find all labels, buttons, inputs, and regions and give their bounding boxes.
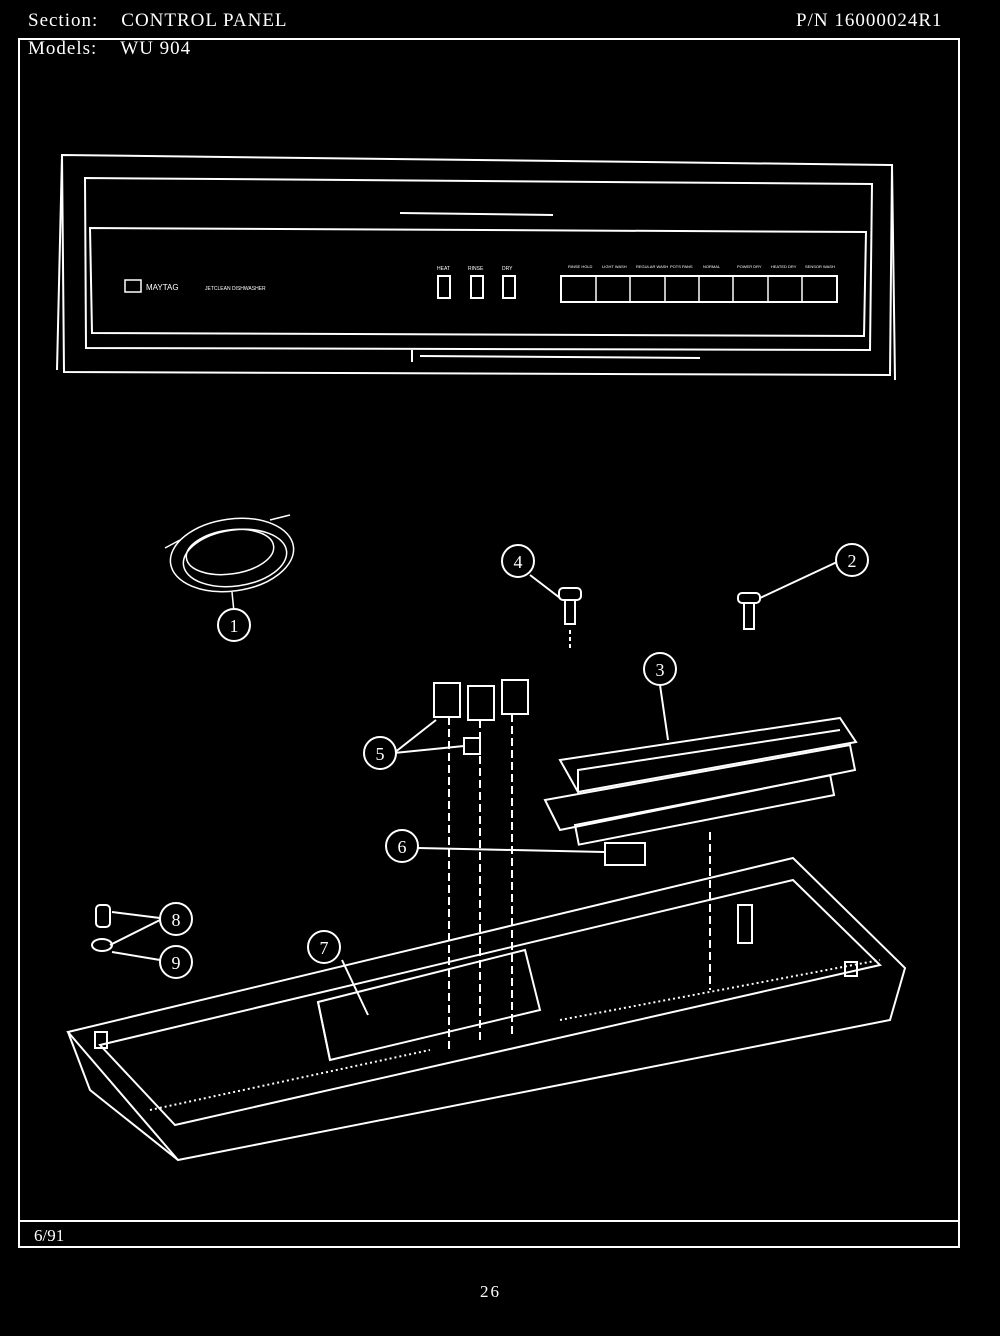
callout-2: 2 — [835, 543, 869, 577]
cycle-buttons: RINSE HOLD LIGHT WASH REGULAR WASH POTS … — [560, 264, 838, 303]
svg-text:5: 5 — [376, 744, 385, 764]
svg-text:8: 8 — [172, 910, 181, 930]
console-housing — [66, 856, 907, 1162]
dry-button[interactable] — [502, 275, 516, 299]
button-label-heat: HEAT — [437, 266, 450, 272]
option-buttons: HEAT RINSE DRY — [437, 266, 516, 299]
diagram-frame — [18, 38, 960, 1248]
cycle-label-5: NORMAL — [703, 264, 721, 269]
control-panel-front — [56, 153, 896, 381]
callout-7: 7 — [307, 930, 341, 964]
callout-1: 1 — [217, 608, 251, 642]
rinse-button[interactable] — [470, 275, 484, 299]
button-label-rinse: RINSE — [468, 266, 484, 272]
screw-part — [737, 561, 838, 630]
cycle-label-7: HEATED DRY — [771, 264, 797, 269]
cycle-label-1: RINSE HOLD — [568, 264, 593, 269]
svg-text:4: 4 — [514, 552, 523, 572]
brand-logo: MAYTAG JETCLEAN DISHWASHER — [124, 279, 266, 293]
callout-8: 8 — [159, 902, 193, 936]
svg-text:3: 3 — [656, 660, 665, 680]
part-number: P/N 16000024R1 — [796, 10, 943, 31]
page-number: 26 — [480, 1282, 501, 1301]
section-label: Section: CONTROL PANEL — [28, 10, 288, 31]
svg-text:7: 7 — [320, 938, 329, 958]
cycle-label-8: SENSOR WASH — [805, 264, 835, 269]
cycle-label-3: REGULAR WASH — [636, 264, 668, 269]
svg-text:6: 6 — [398, 837, 407, 857]
callout-6: 6 — [385, 829, 419, 863]
models-value: WU 904 — [120, 38, 192, 59]
callout-5: 5 — [363, 736, 397, 770]
callout-9: 9 — [159, 945, 193, 979]
cycle-label-4: POTS PANS — [670, 264, 693, 269]
callout-3: 3 — [643, 652, 677, 686]
footer-rule — [18, 1220, 960, 1222]
connector-part — [417, 847, 605, 853]
cycle-label-6: POWER DRY — [737, 264, 762, 269]
wire-harness — [164, 514, 295, 613]
svg-text:JETCLEAN DISHWASHER: JETCLEAN DISHWASHER — [205, 286, 266, 292]
retainer-parts — [91, 904, 161, 961]
svg-text:2: 2 — [848, 551, 857, 571]
push-button-part — [529, 574, 582, 650]
cycle-label-2: LIGHT WASH — [602, 264, 627, 269]
revision-date: 6/91 — [34, 1226, 65, 1245]
button-label-dry: DRY — [502, 266, 513, 272]
svg-text:1: 1 — [230, 616, 239, 636]
switch-bank-board — [543, 684, 858, 990]
switch-parts — [393, 679, 529, 1050]
callout-4: 4 — [501, 544, 535, 578]
heat-button[interactable] — [437, 275, 451, 299]
svg-text:9: 9 — [172, 953, 181, 973]
svg-text:MAYTAG: MAYTAG — [146, 283, 179, 292]
models-label: Models: WU 904 — [28, 38, 192, 59]
section-title: CONTROL PANEL — [121, 10, 288, 31]
